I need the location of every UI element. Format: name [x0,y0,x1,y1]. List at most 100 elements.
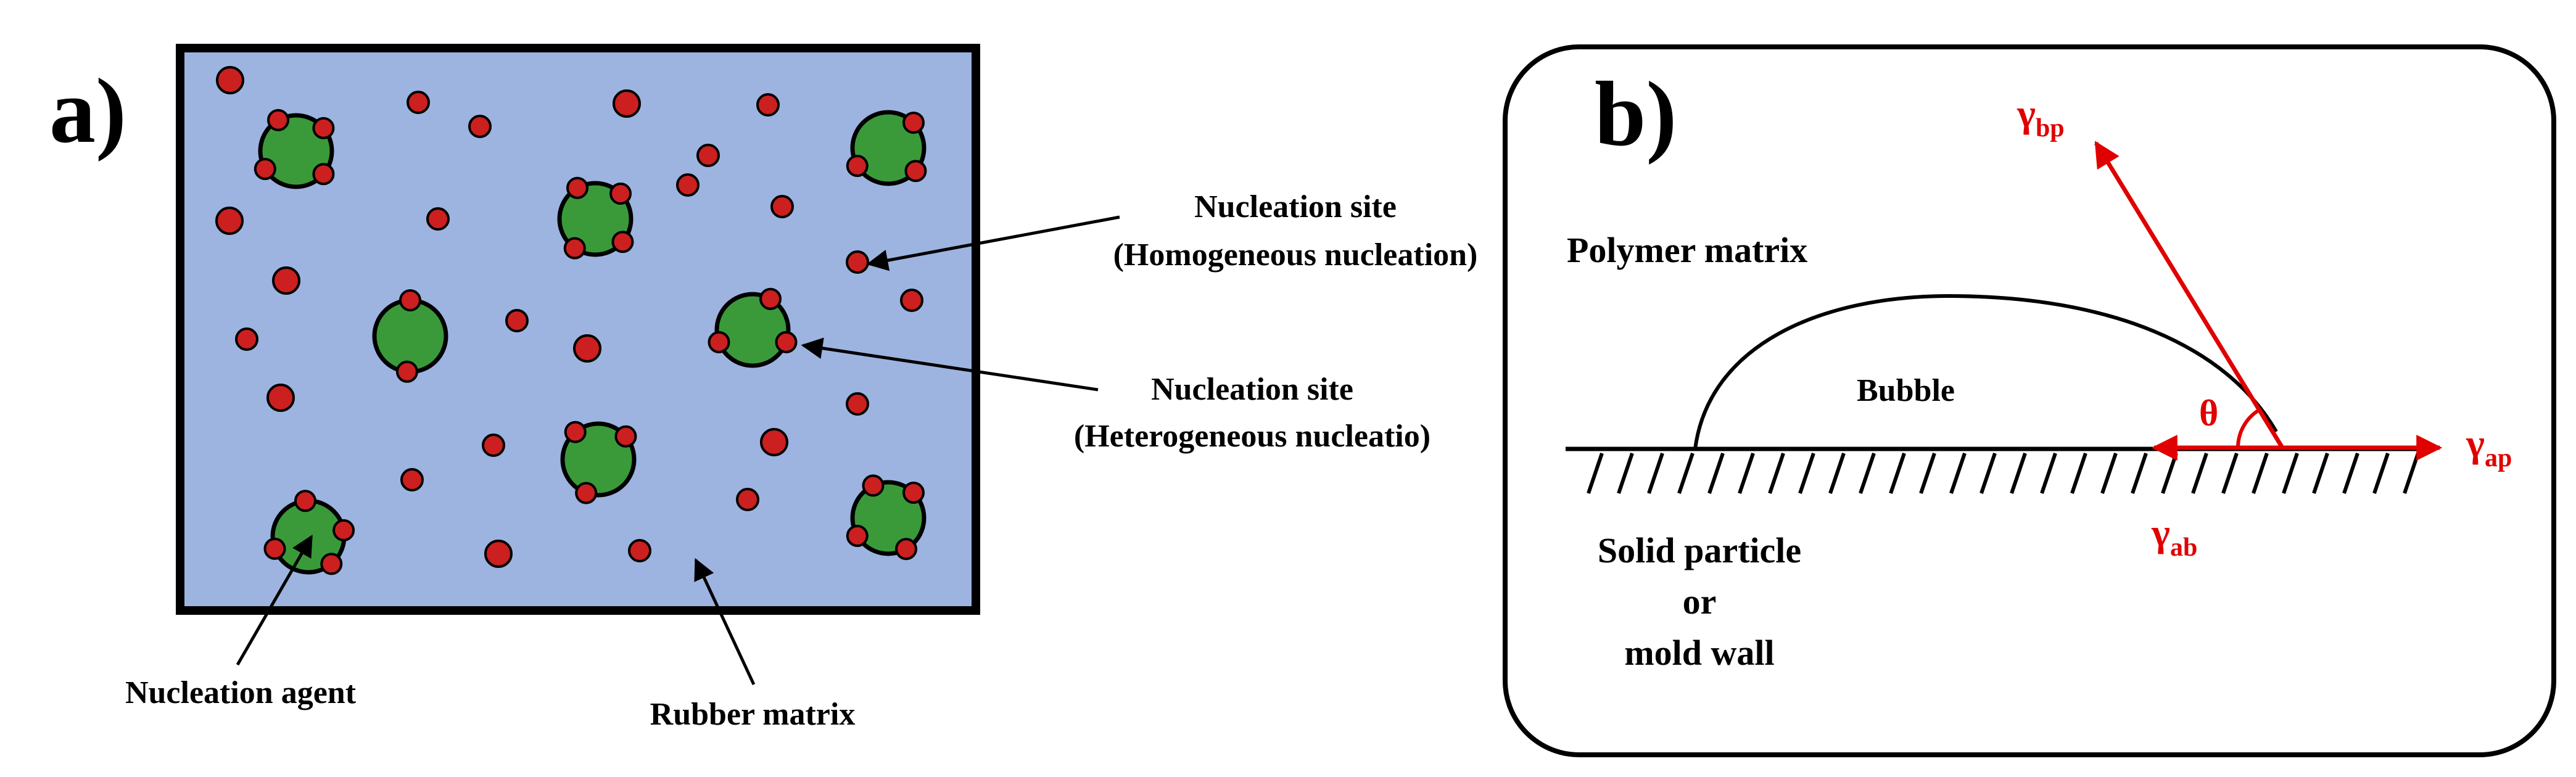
attached-gas-cell [399,289,421,311]
free-gas-cell [760,428,788,456]
hatch-mark [2010,453,2027,494]
hatch-mark [1919,453,1936,494]
attached-gas-cell [563,237,586,260]
attached-gas-cell [609,182,632,205]
gamma-ap-label: γap [2466,421,2512,472]
free-gas-cell [900,289,923,312]
attached-gas-cell [254,158,276,180]
solid-particle-line1: Solid particle [1598,530,1801,570]
free-gas-cell [468,115,492,138]
bubble-outline [1693,294,2278,450]
gamma-ap-symbol: γ [2466,421,2485,465]
free-gas-cell [215,207,244,235]
hatch-mark [1587,453,1604,494]
attached-gas-cell [564,421,587,443]
hatch-mark [2070,453,2087,494]
free-gas-cell [505,309,529,332]
free-gas-cell [426,207,450,231]
free-gas-cell [628,539,651,562]
nucleation-agent-particle [714,292,791,368]
homogeneous-site-arrow [866,215,1120,271]
free-gas-cell [756,93,780,117]
attached-gas-cell [332,519,355,541]
attached-gas-cell [320,553,343,575]
hatch-mark [2342,453,2359,494]
gamma-ap-subscript: ap [2485,444,2512,472]
hatch-mark [2100,453,2118,494]
hatch-mark [2403,453,2420,494]
free-gas-cell [846,250,869,274]
free-gas-cells [215,66,923,568]
attached-gas-cell [775,331,798,353]
attached-gas-cell [294,490,316,512]
hatch-mark [2282,453,2299,494]
panel-a-letter: a) [49,60,126,162]
attached-gas-cell [263,537,286,560]
free-gas-cell [846,392,869,416]
free-gas-cell [573,334,601,363]
heterogeneous-site-title: Nucleation site [1151,372,1353,407]
free-gas-cell [484,540,513,568]
attached-gas-cell [904,160,927,183]
attached-gas-cell [566,176,588,199]
homogeneous-site-title: Nucleation site [1194,189,1397,224]
hatch-mark [2191,453,2208,494]
hatch-mark [1768,453,1785,494]
attached-gas-cell [895,538,917,561]
attached-gas-cell [708,331,730,353]
hatch-mark [2252,453,2269,494]
attached-gas-cell [611,231,634,253]
free-gas-cell [482,434,505,457]
attached-gas-cell [614,425,637,448]
free-gas-cell [613,89,641,118]
hatch-mark [2131,453,2148,494]
free-gas-cell [676,173,700,197]
nucleation-agent-label: Nucleation agent [125,675,357,710]
attached-gas-cell [312,163,335,186]
gamma-bp-label: γbp [2017,91,2065,142]
homogeneous-site-subtitle: (Homogeneous nucleation) [1113,237,1478,273]
hatch-mark [2221,453,2239,494]
heterogeneous-site-arrow [801,337,1099,392]
polymer-matrix-label: Polymer matrix [1567,230,1807,270]
free-gas-cell [272,266,300,295]
hatch-mark [1859,453,1876,494]
hatch-mark [2040,453,2057,494]
hatch-mark [1949,453,1967,494]
free-gas-cell [407,91,430,114]
free-gas-cell [235,327,258,351]
heterogeneous-site-subtitle: (Heterogeneous nucleatio) [1074,419,1430,454]
hatch-mark [1617,453,1634,494]
attached-gas-cell [862,474,885,497]
panel-a: a) Nucleation site (Homogeneous nucleati… [49,44,1478,732]
hatch-mark [2312,453,2329,494]
gamma-ab-subscript: ab [2170,533,2197,562]
bubble-label: Bubble [1857,373,1955,408]
free-gas-cell [400,468,424,491]
hatch-mark [1798,453,1815,494]
solid-particle-line3: mold wall [1624,633,1774,673]
hatch-mark [1738,453,1755,494]
hatch-mark [1707,453,1725,494]
attached-gas-cell [846,155,869,177]
attached-gas-cell [759,287,782,310]
attached-gas-cell [902,481,925,504]
free-gas-cell [696,144,720,167]
free-gas-cell [216,66,244,94]
attached-gas-cell [395,360,418,383]
gamma-bp-symbol: γ [2017,91,2036,135]
nucleation-agent-arrow [236,534,313,666]
gamma-ab-symbol: γ [2151,511,2170,554]
attached-gas-cell [846,525,869,547]
nucleation-agents [254,109,927,575]
hatch-mark [1889,453,1906,494]
contact-angle-arc [2236,408,2260,448]
attached-gas-cell [902,111,925,134]
hatch-mark [1647,453,1664,494]
attached-gas-cell [267,109,289,131]
rubber-matrix-arrow [694,557,756,686]
gamma-ab-label: γab [2151,511,2197,562]
surface-hatching [1587,453,2420,494]
hatch-mark [1677,453,1695,494]
